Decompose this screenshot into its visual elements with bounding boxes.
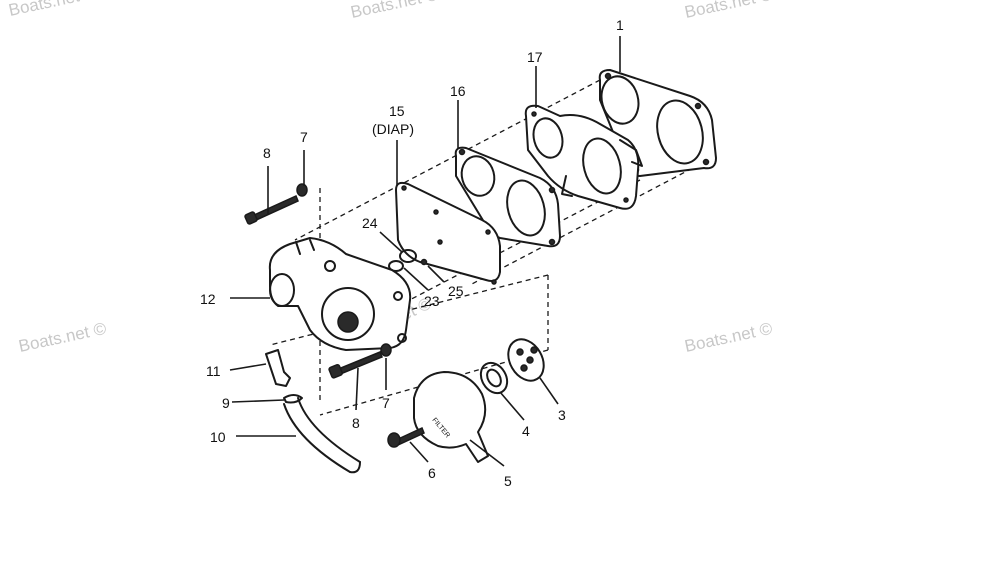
callout-6: 6 [428,465,436,481]
watermark-mid-left: Boats.net © [17,319,109,356]
callout-8-upper: 8 [263,145,271,161]
callout-4: 4 [522,423,530,439]
callout-9: 9 [222,395,230,411]
parts-24-23-25-valve [388,249,428,272]
part-7-washer-lower [380,343,392,357]
part-10-hose [283,397,361,474]
part-16-gasket [454,146,561,248]
part-11-fitting [265,349,291,387]
watermark-mid-right: Boats.net © [683,319,775,356]
callout-25: 25 [448,283,464,299]
watermark-top-left: Boats.net © [7,0,99,20]
callout-7-upper: 7 [300,129,308,145]
callout-15: 15 [389,103,405,119]
callout-1: 1 [616,17,624,33]
callout-8-lower: 8 [352,415,360,431]
part-6-screw [387,426,425,448]
part-12-pump-body [268,237,412,351]
callout-5: 5 [504,473,512,489]
part-4-gasket-ring [479,361,509,395]
leader-lines [229,36,621,467]
callout-15-diap: (DIAP) [372,121,414,137]
callout-11: 11 [206,363,221,379]
callout-7-lower: 7 [382,395,390,411]
callout-3: 3 [558,407,566,423]
part-7-washer-upper [296,183,308,197]
callout-10: 10 [210,429,226,445]
part-8-screw-upper [244,194,299,225]
callout-labels: 1 17 16 15 (DIAP) 8 7 24 12 23 25 11 9 1… [200,17,624,489]
part-17-pump-plate [524,104,643,210]
callout-12: 12 [200,291,216,307]
watermark-top-center: Boats.net © [349,0,441,22]
part-15-diaphragm [395,181,501,285]
part-5-filter-cover: FILTER [413,371,489,463]
callout-17: 17 [527,49,543,65]
part-3-filter-screen [507,338,545,382]
callout-16: 16 [450,83,466,99]
part-8-screw-lower [328,351,383,379]
part-9-clamp [283,394,303,404]
watermark-top-right: Boats.net © [683,0,775,22]
callout-23: 23 [424,293,440,309]
callout-24: 24 [362,215,378,231]
